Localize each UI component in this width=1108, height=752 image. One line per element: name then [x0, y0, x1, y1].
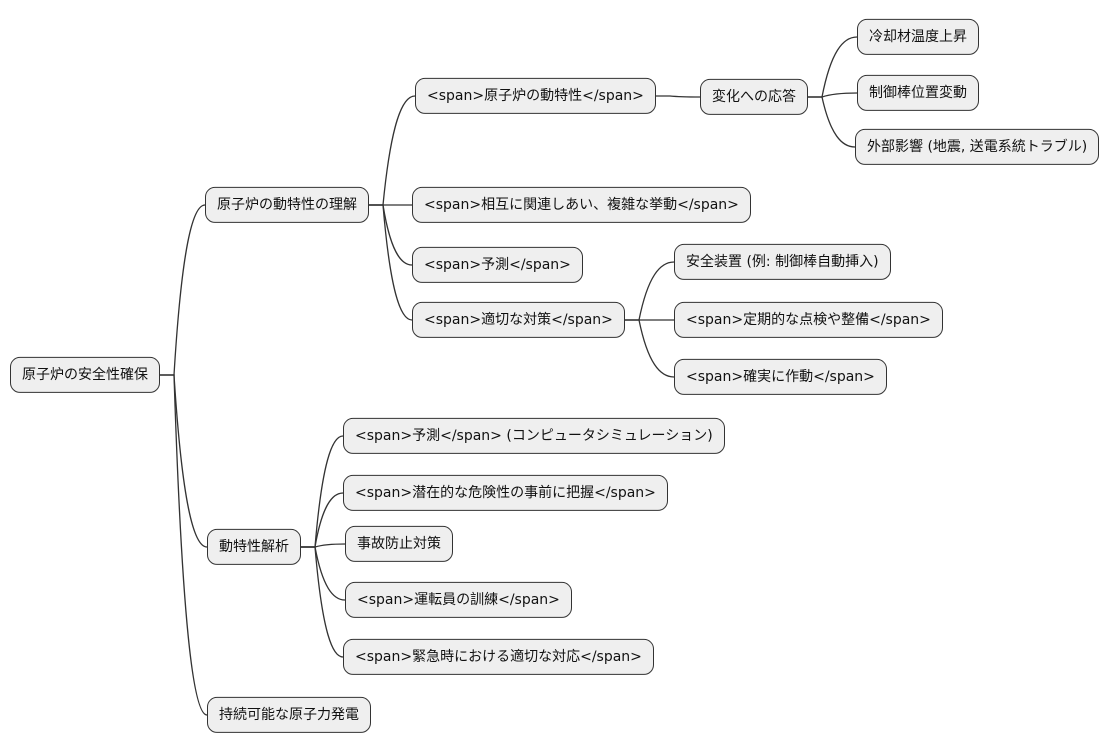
- node-response-to-changes: 変化への応答: [700, 78, 808, 116]
- node-dynamics-understanding: 原子炉の動特性の理解: [205, 186, 369, 224]
- connector-line: [625, 319, 675, 378]
- connector-line: [369, 95, 416, 206]
- node-reliable-operation: <span>確実に作動</span>: [674, 358, 887, 396]
- node-interrelated-complex-behavior: <span>相互に関連しあい、複雑な挙動</span>: [412, 186, 751, 224]
- node-prediction: <span>予測</span>: [412, 246, 583, 284]
- connector-line: [160, 374, 208, 716]
- connector-line: [301, 435, 344, 548]
- connector-line: [301, 492, 344, 548]
- node-sustainable-nuclear-power: 持続可能な原子力発電: [207, 696, 371, 734]
- node-coolant-temperature-rise: 冷却材温度上昇: [857, 18, 979, 56]
- node-operator-training: <span>運転員の訓練</span>: [345, 581, 572, 619]
- connector-line: [808, 96, 856, 148]
- node-dynamics-analysis: 動特性解析: [207, 528, 301, 566]
- connector-line: [301, 546, 344, 658]
- node-safety-devices: 安全装置 (例: 制御棒自動挿入): [674, 243, 891, 281]
- connector-line: [369, 204, 413, 321]
- node-hazard-identification: <span>潜在的な危険性の事前に把握</span>: [343, 474, 668, 512]
- node-appropriate-countermeasures: <span>適切な対策</span>: [412, 301, 625, 339]
- connector-line: [369, 204, 413, 266]
- node-reactor-safety: 原子炉の安全性確保: [10, 356, 160, 394]
- connector-line: [625, 261, 675, 321]
- connector-line: [808, 36, 858, 98]
- connector-line: [160, 374, 208, 548]
- node-external-influences: 外部影響 (地震, 送電系統トラブル): [855, 128, 1100, 166]
- node-emergency-response: <span>緊急時における適切な対応</span>: [343, 638, 654, 676]
- node-reactor-dynamics: <span>原子炉の動特性</span>: [415, 77, 656, 115]
- connector-line: [301, 546, 346, 601]
- node-prediction-simulation: <span>予測</span> (コンピュータシミュレーション): [343, 417, 725, 455]
- node-periodic-inspection: <span>定期的な点検や整備</span>: [674, 301, 943, 339]
- connector-line: [656, 95, 701, 98]
- node-control-rod-position-change: 制御棒位置変動: [857, 74, 979, 112]
- connector-line: [160, 204, 206, 376]
- node-accident-prevention: 事故防止対策: [345, 525, 453, 563]
